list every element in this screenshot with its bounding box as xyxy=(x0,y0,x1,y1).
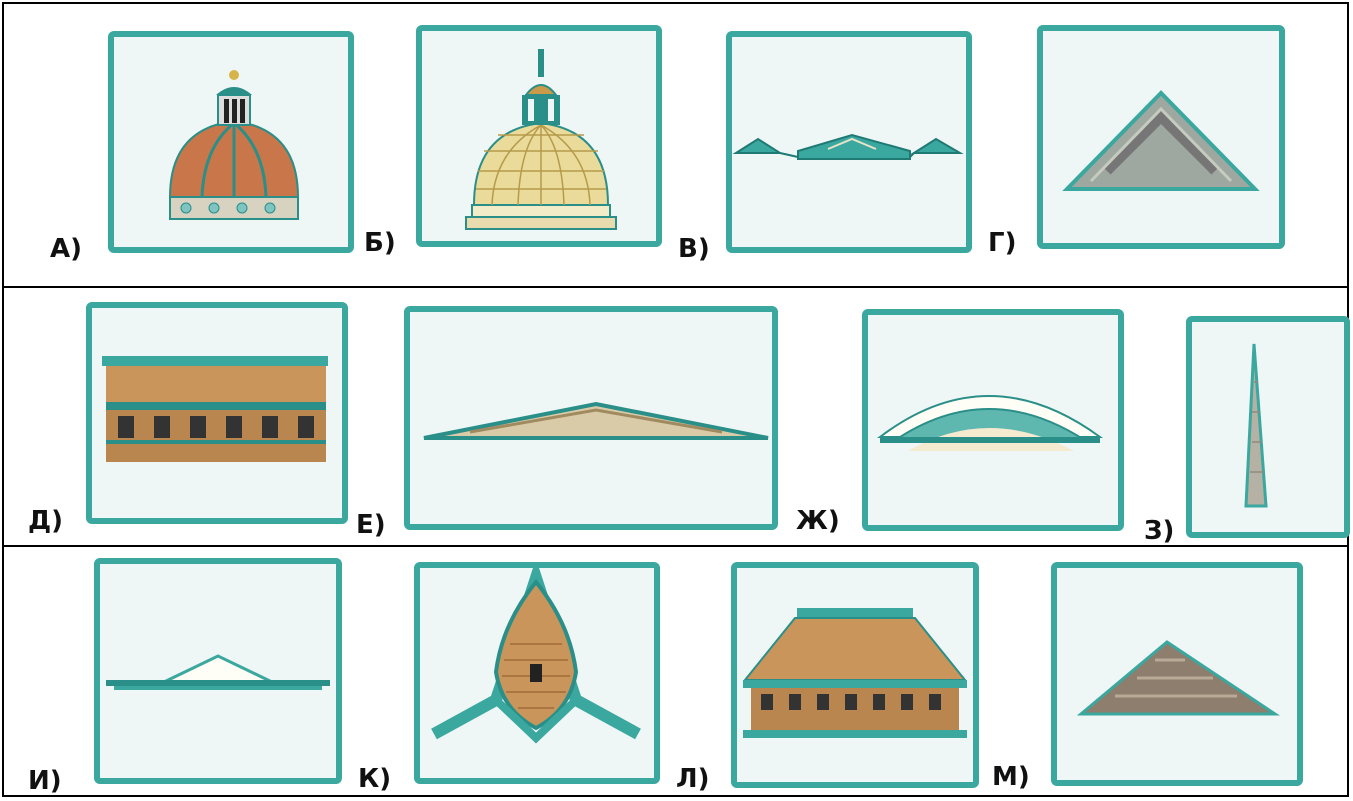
kokoshnik-gable-icon xyxy=(431,568,641,744)
card-l[interactable] xyxy=(731,562,979,788)
label-k: К) xyxy=(358,764,392,794)
gable-triangle-icon xyxy=(1062,90,1260,191)
card-z[interactable] xyxy=(1186,316,1350,538)
card-b[interactable] xyxy=(416,25,662,247)
label-zh: Ж) xyxy=(796,506,840,536)
label-m: М) xyxy=(992,762,1030,792)
ribbed-dome-icon xyxy=(465,49,617,230)
low-gable-icon xyxy=(106,654,330,690)
label-a: А) xyxy=(50,234,83,264)
wooden-gallery-icon xyxy=(102,356,328,462)
card-m[interactable] xyxy=(1051,562,1303,786)
card-d[interactable] xyxy=(86,302,348,524)
card-g[interactable] xyxy=(1037,25,1285,249)
label-z: З) xyxy=(1144,516,1175,546)
card-e[interactable] xyxy=(404,306,778,530)
card-zh[interactable] xyxy=(862,309,1124,531)
label-v: В) xyxy=(678,234,710,264)
label-e: Е) xyxy=(356,510,386,540)
row-divider-1 xyxy=(2,286,1349,288)
flat-pediment-icon xyxy=(423,401,769,440)
stone-pyramid-roof-icon xyxy=(1076,640,1280,716)
spire-icon xyxy=(1244,343,1268,508)
card-k[interactable] xyxy=(414,562,660,784)
onion-dome-icon xyxy=(168,70,300,220)
label-g: Г) xyxy=(988,228,1017,258)
card-a[interactable] xyxy=(108,31,354,253)
low-roof-row-icon xyxy=(732,133,964,160)
label-l: Л) xyxy=(676,764,710,794)
row-divider-2 xyxy=(2,545,1349,547)
label-i: И) xyxy=(28,766,62,796)
label-b: Б) xyxy=(364,228,396,258)
card-v[interactable] xyxy=(726,31,972,253)
label-d: Д) xyxy=(28,506,64,536)
arch-vault-icon xyxy=(877,395,1104,451)
hip-roof-house-icon xyxy=(742,608,968,738)
card-i[interactable] xyxy=(94,558,342,784)
